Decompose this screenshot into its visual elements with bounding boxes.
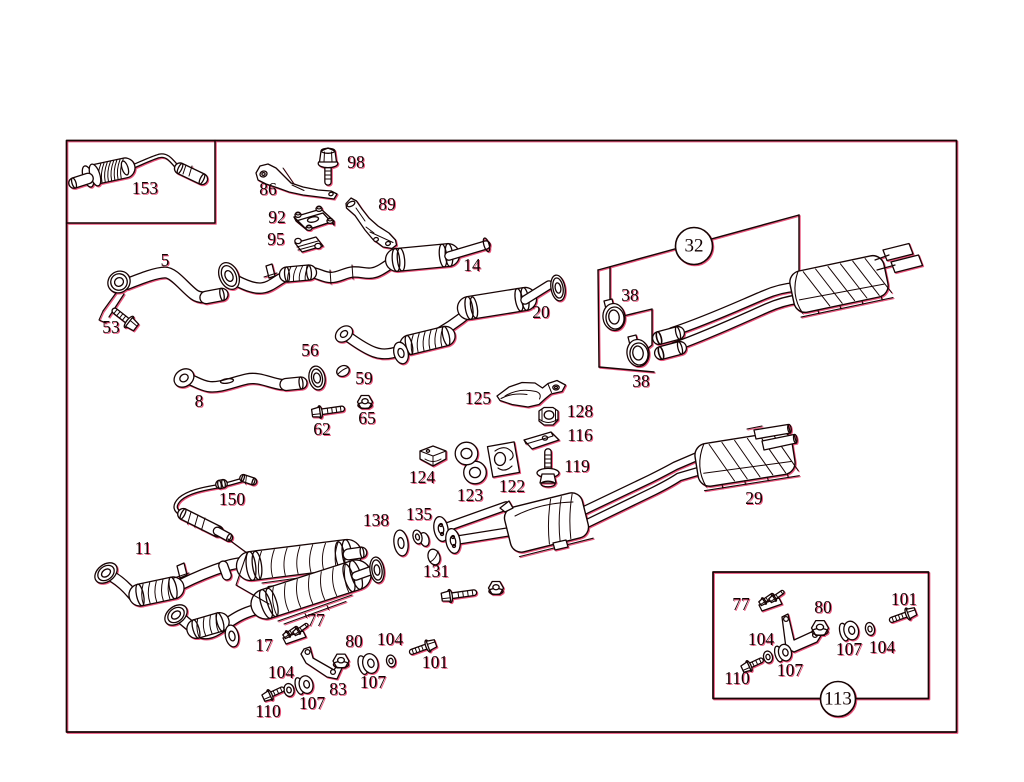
svg-text:113: 113 xyxy=(824,688,852,709)
svg-text:65: 65 xyxy=(358,408,376,428)
svg-text:110: 110 xyxy=(724,668,750,688)
svg-text:95: 95 xyxy=(267,229,285,249)
svg-text:124: 124 xyxy=(409,467,436,487)
svg-text:62: 62 xyxy=(313,419,331,439)
svg-text:123: 123 xyxy=(457,485,484,505)
svg-text:17: 17 xyxy=(255,635,273,655)
svg-text:128: 128 xyxy=(567,401,594,421)
svg-text:20: 20 xyxy=(532,302,550,322)
svg-text:77: 77 xyxy=(732,594,750,614)
svg-text:14: 14 xyxy=(463,255,481,275)
svg-text:119: 119 xyxy=(564,456,590,476)
svg-text:131: 131 xyxy=(423,561,449,581)
svg-text:107: 107 xyxy=(836,639,863,659)
svg-text:110: 110 xyxy=(255,701,281,721)
svg-text:107: 107 xyxy=(299,693,326,713)
svg-text:138: 138 xyxy=(363,510,390,530)
svg-text:104: 104 xyxy=(748,629,775,649)
svg-text:107: 107 xyxy=(777,660,804,680)
svg-text:53: 53 xyxy=(102,317,120,337)
svg-text:104: 104 xyxy=(869,637,896,657)
svg-text:29: 29 xyxy=(745,488,763,508)
svg-text:104: 104 xyxy=(377,629,404,649)
svg-text:135: 135 xyxy=(406,504,433,524)
svg-text:32: 32 xyxy=(685,235,704,256)
svg-text:56: 56 xyxy=(301,340,319,360)
svg-text:98: 98 xyxy=(347,152,365,172)
svg-text:122: 122 xyxy=(499,476,525,496)
svg-text:11: 11 xyxy=(135,538,152,558)
svg-text:104: 104 xyxy=(268,662,295,682)
svg-text:80: 80 xyxy=(345,631,363,651)
svg-text:77: 77 xyxy=(307,610,325,630)
svg-text:5: 5 xyxy=(161,250,170,270)
svg-text:38: 38 xyxy=(621,285,639,305)
svg-text:8: 8 xyxy=(195,391,204,411)
svg-text:89: 89 xyxy=(378,194,396,214)
svg-text:92: 92 xyxy=(268,207,286,227)
svg-text:86: 86 xyxy=(259,179,277,199)
svg-text:116: 116 xyxy=(567,425,593,445)
svg-text:150: 150 xyxy=(219,489,246,509)
svg-text:101: 101 xyxy=(422,652,448,672)
svg-text:83: 83 xyxy=(329,679,347,699)
svg-text:101: 101 xyxy=(891,589,917,609)
svg-text:80: 80 xyxy=(814,597,832,617)
svg-text:107: 107 xyxy=(360,672,387,692)
svg-text:38: 38 xyxy=(632,371,650,391)
svg-text:125: 125 xyxy=(465,388,492,408)
svg-text:59: 59 xyxy=(355,368,373,388)
svg-text:153: 153 xyxy=(132,178,159,198)
